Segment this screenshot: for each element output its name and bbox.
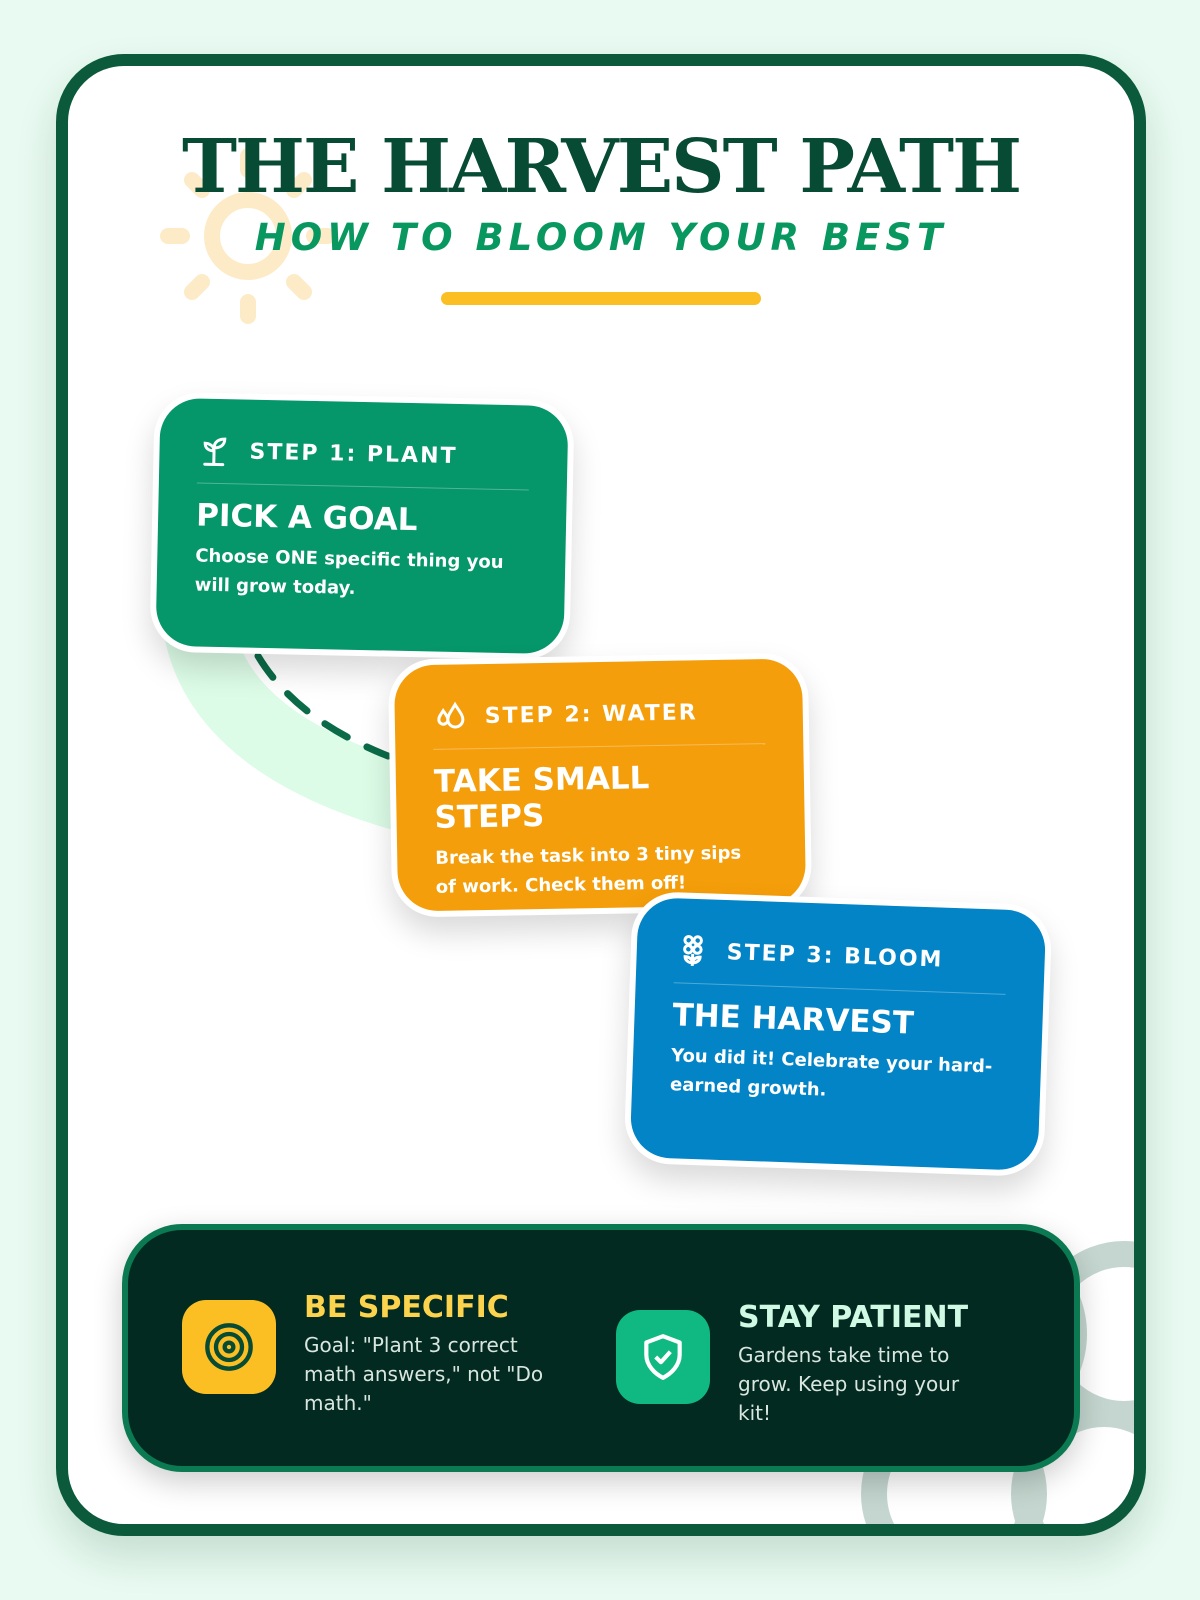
step-card-bloom: STEP 3: BLOOM THE HARVEST You did it! Ce… [623, 890, 1053, 1178]
step-card-plant: STEP 1: PLANT PICK A GOAL Choose ONE spe… [149, 391, 575, 661]
sprout-icon [203, 437, 227, 467]
shield-check-icon [616, 1310, 710, 1404]
tip-title: STAY PATIENT [738, 1300, 969, 1335]
tips-panel: BE SPECIFIC Goal: "Plant 3 correct math a… [122, 1224, 1080, 1472]
sun-icon [160, 148, 336, 324]
tip-text: Goal: "Plant 3 correct math answers," no… [304, 1333, 544, 1415]
tip-stay-patient: STAY PATIENT Gardens take time to grow. K… [616, 1300, 998, 1428]
flower-icon [683, 934, 703, 966]
page-subtitle: HOW TO BLOOM YOUR BEST [254, 216, 948, 259]
step-description: Choose ONE specific thing you will grow … [194, 545, 504, 599]
target-icon [182, 1300, 276, 1394]
step-heading: PICK A GOAL [195, 497, 418, 539]
page-title: THE HARVEST PATH [181, 124, 1022, 210]
step-label: STEP 3: BLOOM [726, 939, 944, 973]
step-card-water: STEP 2: WATER TAKE SMALL STEPS Break the… [387, 652, 813, 918]
step-description: You did it! Celebrate your hard-earned g… [669, 1045, 993, 1101]
infographic-frame: THE HARVEST PATH HOW TO BLOOM YOUR BEST … [56, 54, 1146, 1536]
step-label: STEP 1: PLANT [249, 439, 458, 469]
tip-be-specific: BE SPECIFIC Goal: "Plant 3 correct math a… [182, 1290, 564, 1418]
step-label: STEP 2: WATER [484, 699, 698, 729]
step-heading: TAKE SMALL STEPS [433, 760, 650, 836]
tip-title: BE SPECIFIC [304, 1290, 509, 1325]
title-underline [441, 292, 761, 305]
step-heading: THE HARVEST [671, 997, 915, 1042]
tip-text: Gardens take time to grow. Keep using yo… [738, 1343, 960, 1425]
step-description: Break the task into 3 tiny sips of work.… [435, 842, 742, 898]
droplets-icon [437, 701, 465, 729]
